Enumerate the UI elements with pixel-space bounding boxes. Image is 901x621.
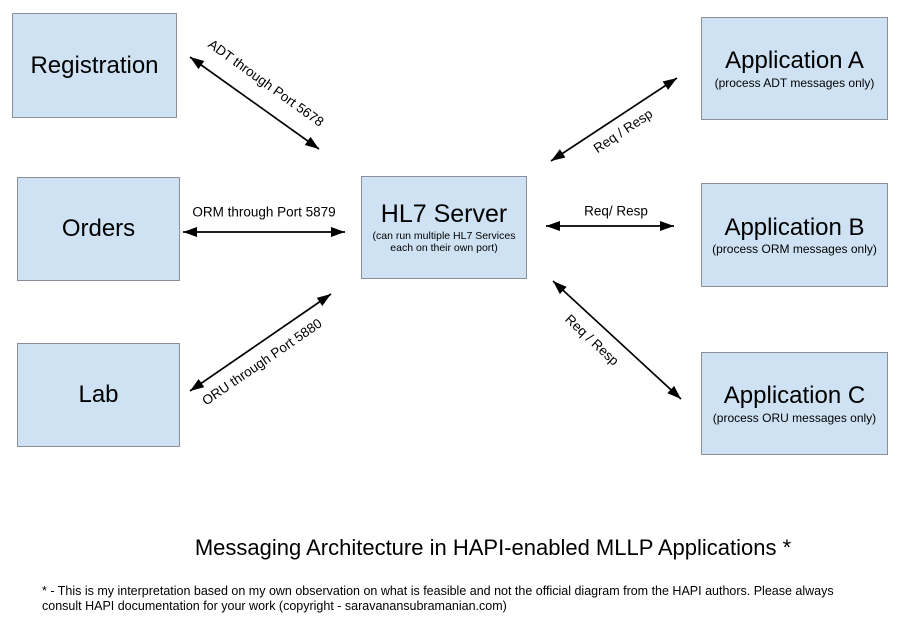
- footnote: * - This is my interpretation based on m…: [42, 584, 887, 613]
- edge-req-bottom-arrow: [552, 280, 682, 400]
- node-application-a: Application A (process ADT messages only…: [701, 17, 888, 120]
- node-application-c-sublabel: (process ORU messages only): [712, 410, 877, 425]
- node-application-b: Application B (process ORM messages only…: [701, 183, 888, 287]
- node-application-b-sublabel: (process ORM messages only): [712, 242, 877, 257]
- edge-req-top-arrow: [550, 77, 678, 162]
- node-hl7-server-sublabel: (can run multiple HL7 Services each on t…: [372, 230, 516, 255]
- node-application-b-label: Application B: [724, 213, 865, 241]
- edge-adt-arrow: [189, 56, 320, 150]
- node-application-a-sublabel: (process ADT messages only): [714, 75, 875, 90]
- footnote-line1: * - This is my interpretation based on m…: [42, 584, 834, 598]
- node-orders-label: Orders: [61, 215, 136, 243]
- node-registration-label: Registration: [30, 51, 159, 79]
- edge-orm-label: ORM through Port 5879: [192, 204, 336, 220]
- edge-oru-arrow: [189, 293, 332, 392]
- node-application-c: Application C (process ORU messages only…: [701, 352, 888, 455]
- diagram-title: Messaging Architecture in HAPI-enabled M…: [194, 535, 792, 560]
- node-application-a-label: Application A: [725, 47, 864, 75]
- node-hl7-server-label: HL7 Server: [380, 200, 508, 229]
- node-registration: Registration: [12, 13, 177, 118]
- node-lab: Lab: [17, 343, 180, 447]
- node-hl7-server: HL7 Server (can run multiple HL7 Service…: [361, 176, 527, 279]
- node-lab-label: Lab: [78, 381, 119, 409]
- node-orders: Orders: [17, 177, 180, 281]
- footnote-line2: consult HAPI documentation for your work…: [42, 598, 507, 613]
- node-application-c-label: Application C: [723, 382, 866, 410]
- edge-req-mid-label: Req/ Resp: [584, 203, 648, 219]
